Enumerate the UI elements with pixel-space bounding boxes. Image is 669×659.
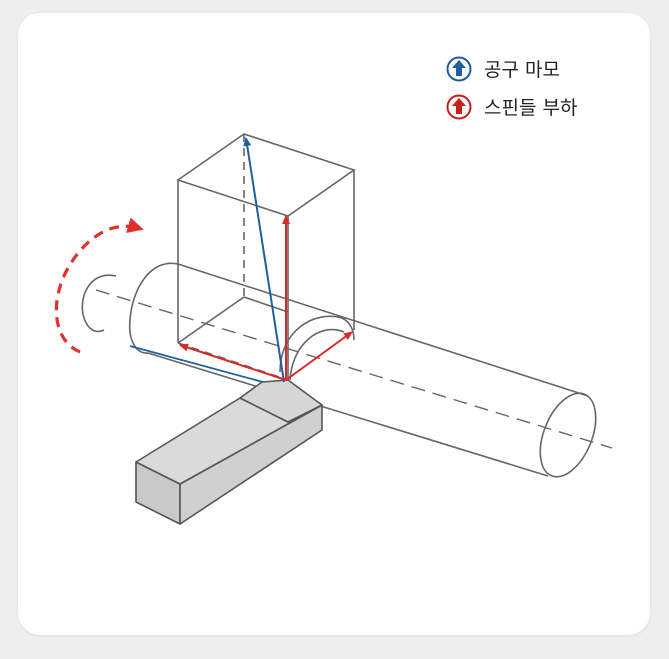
legend: 공구 마모 스핀들 부하: [446, 56, 577, 120]
rotation-arrow: [54, 217, 144, 354]
legend-label-tool-wear: 공구 마모: [484, 59, 560, 81]
cutting-tool: [135, 379, 323, 525]
red-right-arrow: [285, 331, 353, 381]
blue-up-arrow-circle-icon: [446, 56, 472, 82]
red-up-arrow-circle-icon: [446, 94, 472, 120]
workpiece-cylinder: [128, 262, 597, 478]
legend-label-spindle-load: 스핀들 부하: [484, 97, 577, 119]
force-box: [176, 133, 356, 381]
legend-item-spindle-load: 스핀들 부하: [446, 94, 577, 120]
diagram-card: [18, 13, 650, 635]
back-circle-arc: [81, 274, 117, 333]
red-left-arrow: [179, 343, 287, 381]
cut-groove: [279, 315, 355, 381]
cylinder-axis: [95, 289, 613, 449]
tool-wear-edge-line: [129, 345, 286, 389]
legend-item-tool-wear: 공구 마모: [446, 56, 560, 82]
blue-force-arrow: [243, 137, 285, 383]
